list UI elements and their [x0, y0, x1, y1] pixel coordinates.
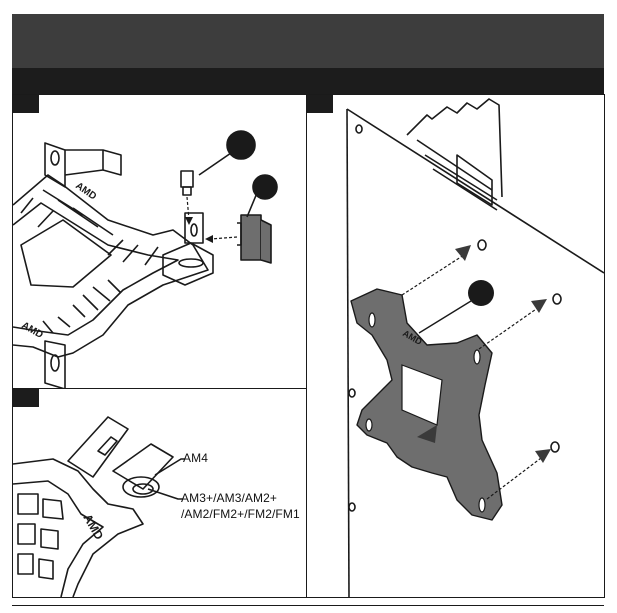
- amd-mark-bottom: AMD: [20, 320, 45, 341]
- bracket-assembly-illustration: AMD AMD: [13, 95, 307, 389]
- step-panel-socket-slots: AMD AM4 AM3+/AM3/AM2+ /AM2/FM2+/FM2/FM1: [12, 388, 308, 598]
- subheader-bar: [12, 68, 604, 94]
- label-am4: AM4: [183, 451, 208, 465]
- amd-mark-slot: AMD: [80, 512, 106, 543]
- label-am3-line2: /AM2/FM2+/FM2/FM1: [181, 507, 300, 521]
- bottom-rule: [12, 605, 604, 606]
- label-am3-line1: AM3+/AM3/AM2+: [181, 491, 277, 505]
- step-panel-assembly: AMD AMD: [12, 94, 308, 390]
- step-panel-motherboard-mount: AMD: [306, 94, 605, 598]
- motherboard-mount-illustration: AMD: [307, 95, 604, 597]
- amd-mark-top: AMD: [73, 180, 98, 202]
- header-bar: [12, 14, 604, 68]
